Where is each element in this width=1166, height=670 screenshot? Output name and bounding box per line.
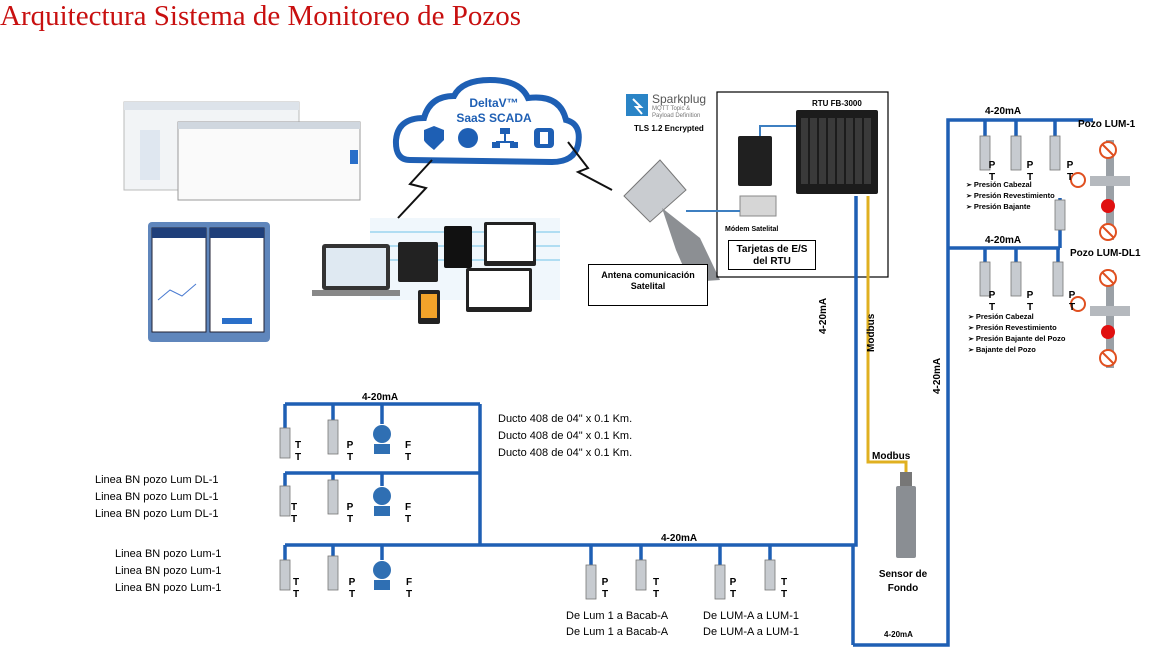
satellite-link-right: [567, 141, 613, 191]
sparkplug-tag2: Payload Definition: [652, 113, 701, 119]
sparkplug-logo: [626, 94, 648, 116]
mobile-app-image: [148, 222, 270, 342]
devices-image: [312, 218, 560, 324]
modbus-label: Modbus: [872, 451, 911, 462]
ducto-line-1: Ducto 408 de 04" x 0.1 Km.: [498, 413, 633, 425]
scada-screens-image: [123, 101, 361, 201]
linea-dl1-3: Linea BN pozo Lum DL-1: [95, 508, 219, 520]
antenna-image: [623, 159, 720, 282]
linea-dl1-2: Linea BN pozo Lum DL-1: [95, 491, 219, 503]
list-item: Presión Revestimiento: [968, 323, 1065, 334]
signal-label-top: 4-20mA: [985, 106, 1022, 117]
rtu-frame: [716, 91, 889, 278]
cloud-line-2: SaaS SCADA: [456, 111, 532, 125]
transmitter-icons: [279, 135, 1066, 600]
signal-label-bottom: 4-20mA: [661, 533, 698, 544]
signal-label-mid: 4-20mA: [985, 235, 1022, 246]
luma-line-2: De LUM-A a LUM-1: [703, 626, 799, 638]
cloud-title: DeltaV™ SaaS SCADA: [440, 96, 548, 126]
well-lum1-list: Presión Cabezal Presión Revestimiento Pr…: [966, 180, 1055, 213]
luma-line-1: De LUM-A a LUM-1: [703, 610, 799, 622]
signal-label-final: 4-20mA: [884, 630, 913, 639]
signal-lines: [283, 118, 1093, 647]
rtu-title: RTU FB-3000: [812, 99, 862, 108]
rtu-device-image: [738, 110, 878, 217]
ducto-line-3: Ducto 408 de 04" x 0.1 Km.: [498, 447, 633, 459]
well-dl1-title: Pozo LUM-DL1: [1070, 248, 1141, 259]
satellite-link-left: [397, 159, 433, 219]
list-item: Presión Bajante: [966, 202, 1055, 213]
page-title: Arquitectura Sistema de Monitoreo de Poz…: [0, 0, 522, 32]
flow-transmitter-icons: [373, 425, 391, 590]
well-lum1-title: Pozo LUM-1: [1078, 119, 1136, 130]
signal-label-vert2: 4-20mA: [932, 357, 943, 394]
list-item: Presión Revestimiento: [966, 191, 1055, 202]
linea-lum1-3: Linea BN pozo Lum-1: [115, 582, 222, 594]
modbus-line: [866, 196, 908, 472]
sparkplug-tag1: MQTT Topic &: [652, 106, 691, 112]
wellhead-dl1-image: [1070, 269, 1130, 368]
list-item: Presión Bajante del Pozo: [968, 334, 1066, 345]
linea-lum1-2: Linea BN pozo Lum-1: [115, 565, 222, 577]
sparkplug-brand: Sparkplug: [652, 92, 707, 106]
antenna-box: Antena comunicación Satelital: [588, 264, 708, 306]
modem-label: Módem Satelital: [725, 226, 779, 233]
wellhead-lum1-image: [1070, 140, 1130, 241]
signal-label-vert1: 4-20mA: [818, 297, 829, 334]
list-item: Presión Cabezal: [968, 312, 1065, 323]
list-item: Presión Cabezal: [966, 180, 1055, 191]
sensor-label: Sensor de Fondo: [878, 569, 928, 594]
signal-label-left: 4-20mA: [362, 392, 399, 403]
ducto-line-2: Ducto 408 de 04" x 0.1 Km.: [498, 430, 633, 442]
io-cards-box: Tarjetas de E/S del RTU: [728, 240, 816, 270]
cloud-line-1: DeltaV™: [469, 96, 519, 110]
list-item: Bajante del Pozo: [968, 345, 1065, 356]
tls-label: TLS 1.2 Encrypted: [634, 124, 704, 133]
cloud-icons: [424, 126, 554, 150]
well-dl1-list: Presión Cabezal Presión Revestimiento Pr…: [968, 312, 1066, 356]
linea-dl1-1: Linea BN pozo Lum DL-1: [95, 474, 219, 486]
bacab-line-1: De Lum 1 a Bacab-A: [566, 610, 669, 622]
downhole-sensor-image: [896, 472, 916, 558]
bacab-line-2: De Lum 1 a Bacab-A: [566, 626, 669, 638]
modbus-label-vert: Modbus: [866, 313, 877, 352]
linea-lum1-1: Linea BN pozo Lum-1: [115, 548, 222, 560]
